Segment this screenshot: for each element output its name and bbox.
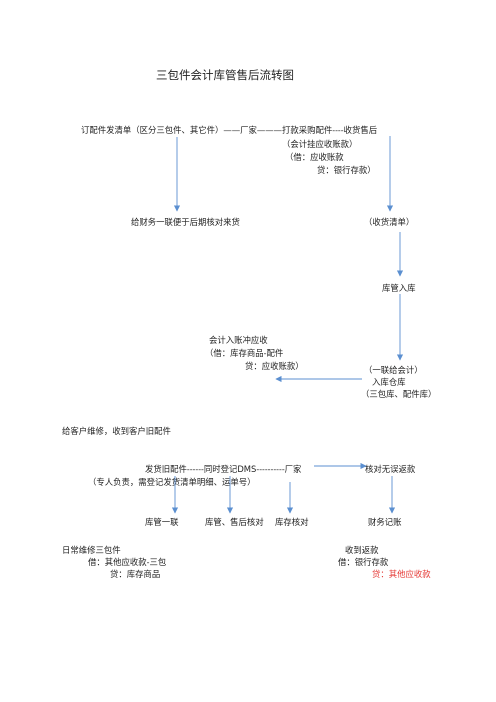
entry-line-1: （会计挂应收账款） [282, 139, 358, 149]
finance-copy-note: 给财务一联便于后期核对来货 [131, 217, 240, 227]
offset-line-2: （借：库存商品-配件 [205, 348, 284, 358]
daily-debit: 借：其他应收款-三包 [88, 557, 167, 567]
order-flow-line: 订配件发清单（区分三包件、其它件）——厂家———打款采购配件----收货售后 [81, 125, 378, 135]
offset-line-1: 会计入账冲应收 [209, 335, 268, 345]
label-warehouse-service: 库管、售后核对 [205, 517, 264, 527]
responsible-note: （专人负责，需登记发货清单明细、运单号） [88, 477, 256, 487]
entry-line-2: （借：应收账款 [285, 152, 344, 162]
label-warehouse-copy: 库管一联 [145, 517, 179, 527]
label-inventory-check: 库存核对 [275, 517, 309, 527]
repair-note: 给客户维修，收到客户旧配件 [62, 426, 171, 436]
daily-repair-label: 日常维修三包件 [62, 545, 121, 555]
label-finance-post: 财务记账 [368, 517, 402, 527]
copy-line-2: 入库仓库 [372, 377, 406, 387]
refund-credit: 贷：其他应收款 [372, 569, 431, 579]
page-title: 三包件会计库管售后流转图 [156, 68, 294, 82]
refund-received-label: 收到返款 [345, 545, 379, 555]
entry-line-3: 贷：银行存款） [317, 165, 376, 175]
copy-line-3: （三包库、配件库） [361, 389, 437, 399]
refund-check-label: 核对无误返款 [365, 464, 416, 474]
offset-line-3: 贷：应收账款） [245, 361, 304, 371]
ship-old-parts-line: 发货旧配件------同时登记DMS----------厂家 [145, 464, 301, 474]
ship-suffix: ----------厂家 [256, 464, 302, 474]
refund-debit: 借：银行存款 [338, 557, 389, 567]
warehouse-in-label: 库管入库 [382, 283, 416, 293]
ship-dms: DMS [237, 464, 257, 474]
ship-prefix: 发货旧配件------同时登记 [145, 464, 238, 474]
copy-line-1: （一联给会计） [364, 365, 423, 375]
receipt-list-note: （收货清单） [364, 217, 415, 227]
daily-credit: 贷：库存商品 [110, 569, 161, 579]
